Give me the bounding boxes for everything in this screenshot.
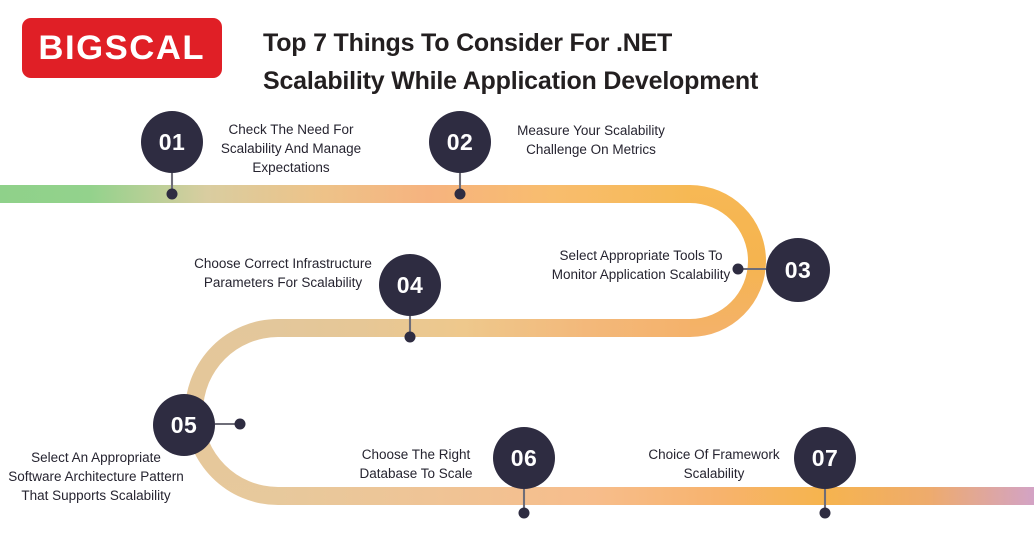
step-number-03: 03 <box>784 256 812 283</box>
step-label-03: Select Appropriate Tools To Monitor Appl… <box>551 248 731 282</box>
step-node-04[interactable]: 04 <box>379 254 441 316</box>
step-number-05: 05 <box>170 411 198 438</box>
logo-text: BIGSCAL <box>38 29 206 67</box>
step-label-05: Select An Appropriate Software Architect… <box>8 450 184 503</box>
ribbon-segment-top <box>0 185 690 203</box>
bigscal-logo: BIGSCAL <box>22 18 222 78</box>
step-label-01: Check The Need For Scalability And Manag… <box>220 122 362 175</box>
step-number-01: 01 <box>158 128 186 155</box>
stem-dot-06 <box>518 507 530 519</box>
stem-dot-04 <box>404 331 416 343</box>
stem-dot-02 <box>454 188 466 200</box>
step-node-06[interactable]: 06 <box>493 427 555 489</box>
step-node-01[interactable]: 01 <box>141 111 203 173</box>
step-number-02: 02 <box>446 128 474 155</box>
step-node-03[interactable]: 03 <box>766 238 830 302</box>
step-number-04: 04 <box>396 271 424 298</box>
step-label-04: Choose Correct Infrastructure Parameters… <box>194 256 372 290</box>
step-number-07: 07 <box>811 444 839 471</box>
ribbon-segment-bottom <box>278 487 1034 505</box>
page-title: Top 7 Things To Consider For .NET Scalab… <box>263 24 963 100</box>
step-node-05[interactable]: 05 <box>153 394 215 456</box>
step-label-06: Choose The Right Database To Scale <box>359 447 473 481</box>
ribbon-segment-middle <box>278 319 690 337</box>
page-title-line-1: Top 7 Things To Consider For .NET <box>263 29 673 57</box>
step-node-02[interactable]: 02 <box>429 111 491 173</box>
stem-dot-01 <box>166 188 178 200</box>
step-node-07[interactable]: 07 <box>794 427 856 489</box>
step-label-02: Measure Your Scalability Challenge On Me… <box>517 123 665 157</box>
header: BIGSCAL Top 7 Things To Consider For .NE… <box>0 0 1034 100</box>
page-title-line-2: Scalability While Application Developmen… <box>263 67 759 95</box>
stem-dot-05 <box>234 418 246 430</box>
step-label-07: Choice Of Framework Scalability <box>648 447 780 481</box>
step-number-06: 06 <box>510 444 538 471</box>
stem-dot-07 <box>819 507 831 519</box>
